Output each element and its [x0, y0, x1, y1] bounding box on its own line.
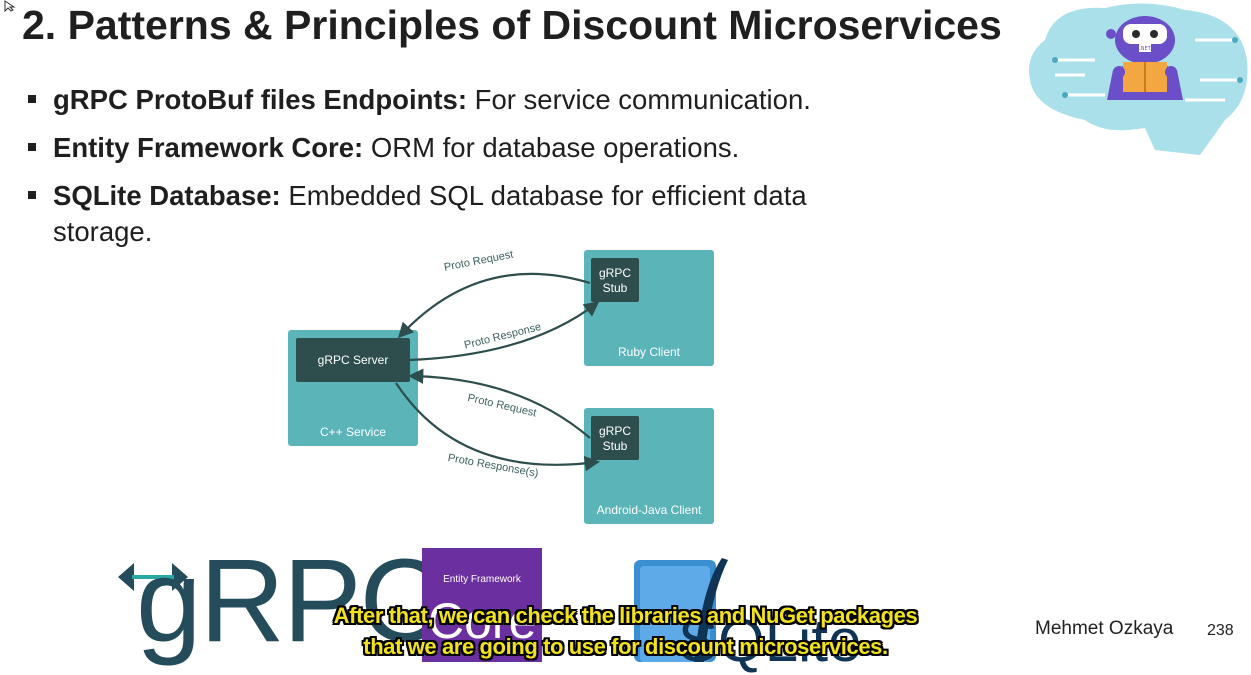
grpc-logo-arrows-icon [118, 563, 188, 591]
sqlite-feather-icon [634, 558, 728, 662]
bullet-marker [28, 191, 36, 199]
subtitle-line-1: After that, we can check the libraries a… [333, 603, 918, 628]
ef-core-logo: Entity Framework Core [422, 548, 542, 662]
arrow-bottom-response [395, 382, 601, 472]
bullet-marker [28, 143, 36, 151]
cpp-service-label: C++ Service [319, 425, 387, 439]
grpc-logo-text: gRPC [136, 535, 445, 667]
ef-core-mark: Core [428, 593, 537, 649]
author-name: Mehmet Ozkaya [1035, 618, 1174, 639]
ruby-client-label: Ruby Client [617, 345, 681, 359]
mascot-character: .NET [1106, 16, 1183, 100]
bullet-term: gRPC ProtoBuf files Endpoints: [53, 84, 468, 115]
android-client-label: Android-Java Client [596, 503, 702, 517]
grpc-logo: gRPC [116, 541, 445, 662]
bullet-term: SQLite Database: [53, 180, 281, 211]
mascot-badge: .NET [1139, 46, 1151, 52]
bullet-text: For service communication. [467, 84, 811, 115]
grpc-server-label: gRPC Server [317, 353, 389, 367]
slide-title: 2. Patterns & Principles of Discount Mic… [22, 2, 1002, 48]
arrow-bottom-request [407, 368, 591, 439]
bullet-text: Embedded SQL database for efficient data… [53, 180, 807, 247]
bullet-item: gRPC ProtoBuf files Endpoints: For servi… [28, 82, 888, 118]
subtitle-line-2: that we are going to use for discount mi… [363, 634, 888, 659]
arrow-top-response [409, 301, 600, 362]
bullet-item: SQLite Database: Embedded SQL database f… [28, 178, 888, 250]
dotnet-mascot-illustration: .NET [1029, 3, 1248, 156]
ruby-stub-label: gRPC Stub [598, 266, 631, 295]
bullet-term: Entity Framework Core: [53, 132, 364, 163]
bullet-marker [28, 95, 36, 103]
ruby-grpc-stub-box [591, 258, 639, 302]
bullet-text: ORM for database operations. [363, 132, 740, 163]
page-number: 238 [1207, 622, 1234, 639]
ef-core-caption: Entity Framework [443, 574, 521, 585]
bullet-item: Entity Framework Core: ORM for database … [28, 130, 888, 166]
android-grpc-stub-box [591, 416, 639, 460]
android-stub-label: gRPC Stub [598, 424, 631, 453]
mouse-pointer-icon [4, 0, 16, 12]
arrow-top-request [397, 272, 591, 339]
bullet-list: gRPC ProtoBuf files Endpoints: For servi… [28, 82, 888, 262]
grpc-server-box [296, 338, 410, 382]
